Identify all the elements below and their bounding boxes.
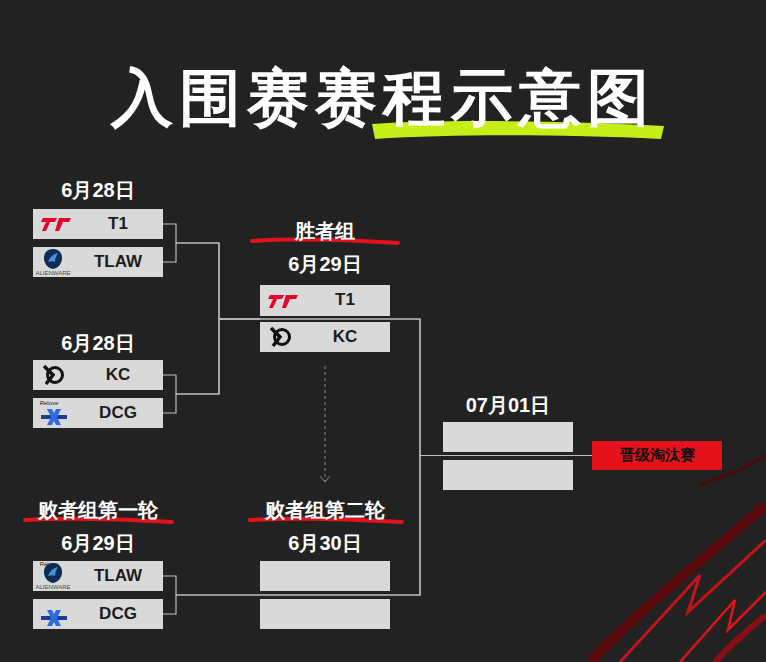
logo-text: Relove [40, 561, 59, 568]
team-box: KC [260, 322, 390, 352]
team-name: T1 [108, 215, 128, 234]
bracket-line [163, 243, 260, 319]
team-box: T1 [33, 209, 163, 239]
round-label: 6月29日 [288, 253, 361, 275]
round-label: 07月01日 [466, 394, 551, 416]
round-label: 6月28日 [61, 332, 134, 354]
team-logo [268, 325, 292, 349]
team-name: KC [106, 366, 131, 385]
team-logo [41, 363, 65, 387]
advance-label: 晋级淘汰赛 [620, 447, 695, 464]
bracket-line [163, 224, 260, 319]
bracket-line [260, 319, 592, 456]
dashed-arrow [325, 366, 326, 482]
bracket-line [163, 319, 260, 394]
bracket-line [163, 319, 260, 413]
team-name: DCG [99, 605, 137, 624]
round-label: 胜者组 [295, 220, 355, 242]
round-label: 败者组第一轮 [38, 499, 158, 521]
team-name: TLAW [94, 567, 142, 586]
empty-slot [260, 599, 390, 629]
empty-slot [443, 460, 573, 490]
team-box: DCG [33, 599, 163, 629]
bracket-line [260, 319, 592, 456]
title: 入围赛赛程示意图 [111, 64, 655, 132]
team-logo [41, 409, 67, 425]
team-box: T1 [260, 285, 390, 316]
red-scribble [590, 505, 766, 662]
round-label: 6月30日 [288, 532, 361, 554]
round-label: 6月29日 [61, 532, 134, 554]
advance-box: 晋级淘汰赛 [592, 441, 722, 470]
empty-slot [260, 561, 390, 591]
bracket-line [163, 456, 592, 615]
team-name: TLAW [94, 253, 142, 272]
team-logo [41, 217, 71, 231]
team-logo [41, 610, 67, 626]
bracket-line [163, 456, 592, 596]
team-logo [41, 249, 65, 269]
team-name: T1 [335, 291, 355, 310]
red-scribble [715, 615, 766, 662]
red-scribble [680, 592, 766, 662]
logo-text: ALIENWARE [35, 270, 70, 277]
arrow-head [320, 476, 330, 482]
round-label: 6月28日 [61, 179, 134, 201]
team-logo [268, 294, 298, 308]
team-name: DCG [99, 404, 137, 423]
logo-text: ALIENWARE [35, 584, 70, 591]
red-scribble [620, 540, 766, 662]
team-name: KC [333, 328, 358, 347]
logo-text: Relove [40, 400, 59, 407]
team-box: KC [33, 360, 163, 390]
round-label: 败者组第二轮 [265, 499, 385, 521]
empty-slot [443, 422, 573, 452]
